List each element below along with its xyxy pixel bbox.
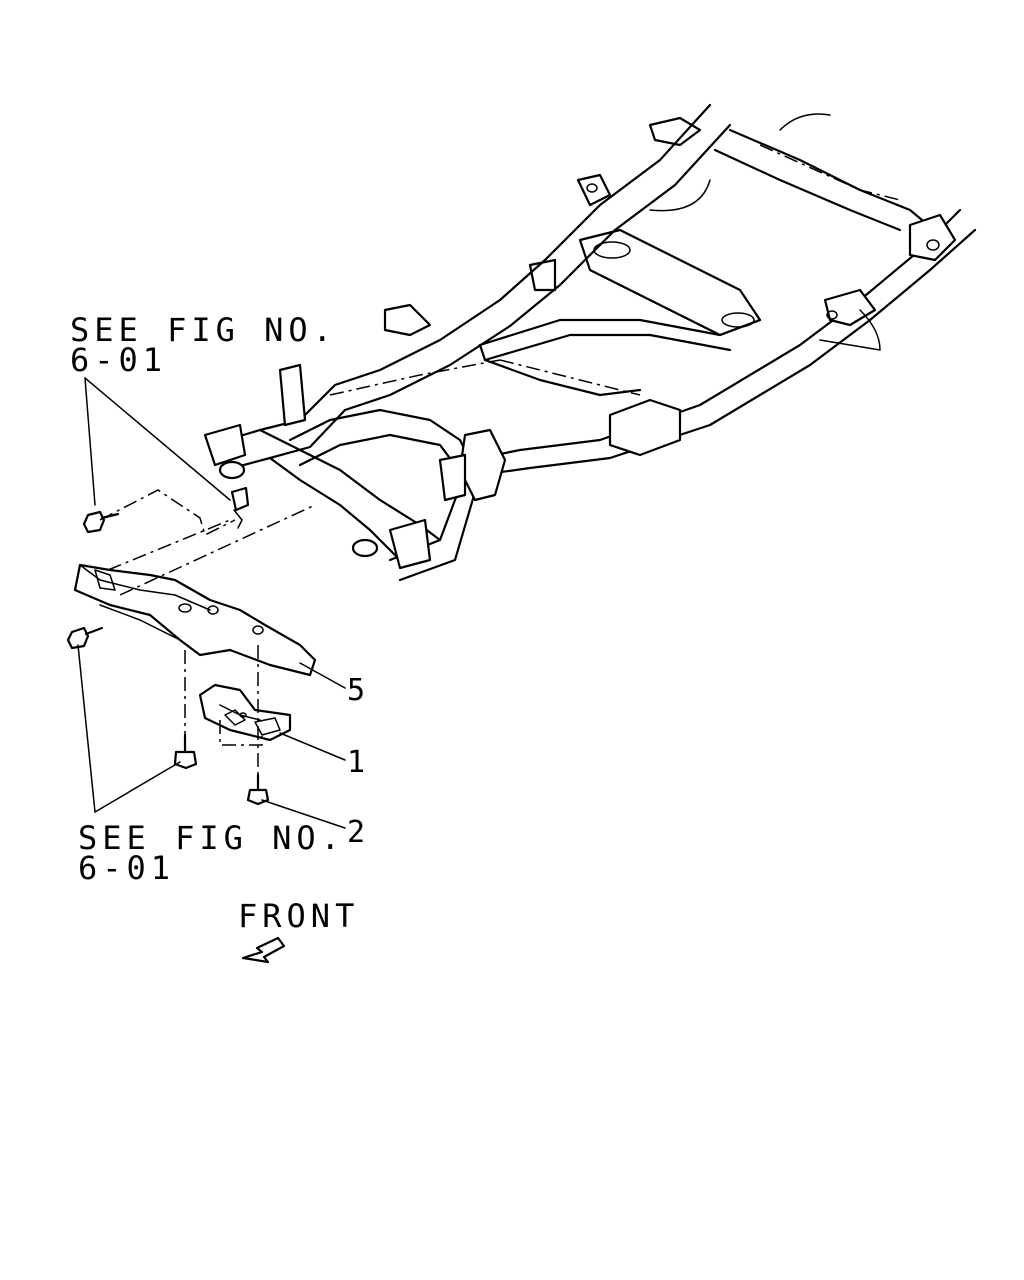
reference-label-top-line1: SEE FIG NO. [70, 311, 337, 349]
leader-lines [77, 377, 346, 829]
bracket-part [198, 683, 292, 742]
reference-label-top-line2: 6-01 [70, 341, 168, 379]
part-number-2: 2 [347, 815, 366, 850]
skid-plate [73, 563, 317, 677]
front-direction-label: FRONT [238, 897, 360, 935]
chassis-frame [203, 103, 977, 582]
part-number-5: 5 [347, 673, 366, 708]
alignment-lines [99, 489, 316, 775]
bolts [66, 486, 270, 806]
arrow-down-left-icon [241, 936, 286, 964]
reference-label-bottom-line2: 6-01 [78, 849, 176, 887]
reference-label-bottom-line1: SEE FIG NO. [78, 819, 345, 857]
part-number-1: 1 [347, 745, 366, 780]
